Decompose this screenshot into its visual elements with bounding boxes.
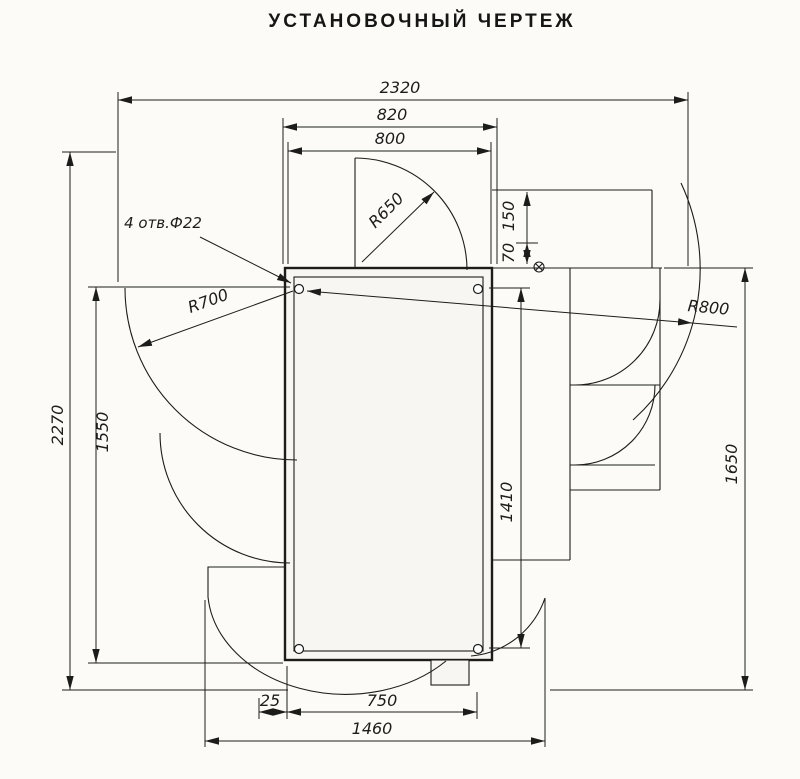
dim-1460: 1460 [204, 598, 546, 747]
dim-1460-text: 1460 [352, 719, 393, 738]
bottom-right-door-swing-arc [470, 597, 546, 657]
dim-25-750: 25 750 [258, 666, 478, 719]
page-title: УСТАНОВОЧНЫЙ ЧЕРТЕЖ [268, 10, 575, 32]
right-lower-door-swing-arc [574, 384, 656, 466]
dim-1550-text: 1550 [93, 412, 112, 453]
radius-r650-text: R650 [365, 189, 408, 232]
dim-25-text: 25 [260, 691, 280, 710]
dim-150-70: 150 70 [499, 192, 538, 264]
dim-2270-text: 2270 [48, 405, 67, 446]
machine-outline [283, 266, 494, 662]
mounting-hole-top-right [472, 283, 484, 295]
dim-70-text: 70 [499, 243, 518, 263]
radius-r700-text: R700 [185, 285, 231, 317]
machine-inner-frame [293, 276, 484, 652]
dim-750-text: 750 [367, 691, 398, 710]
dim-800-text: 800 [375, 129, 406, 148]
bottom-door-swing-arc [207, 596, 447, 695]
right-clearance-arc [632, 182, 701, 421]
radius-r800-text: R800 [687, 296, 730, 319]
mounting-hole-bottom-left [293, 643, 305, 655]
left-upper-door-swing-arc [124, 287, 298, 461]
dim-1410: 1410 [489, 287, 530, 649]
holes-note: 4 отв.Ф22 [124, 214, 292, 284]
dim-overall-height: 2270 [48, 151, 288, 691]
dim-1650-text: 1650 [722, 444, 741, 485]
machine-step-left [207, 566, 285, 597]
electrical-entry-symbol [533, 261, 545, 273]
dim-2320-text: 2320 [380, 78, 421, 97]
machine-body [207, 266, 494, 686]
holes-note-text: 4 отв.Ф22 [124, 214, 202, 232]
right-upper-door-swing-arc [574, 299, 661, 386]
dim-1410-text: 1410 [497, 482, 516, 523]
dim-overall-width: 2320 [117, 78, 689, 282]
dim-150-text: 150 [499, 201, 518, 232]
mounting-hole-bottom-right [472, 643, 484, 655]
dim-820: 820 [282, 105, 498, 264]
dim-800: 800 [287, 129, 492, 264]
dim-1650: 1650 [550, 267, 753, 691]
left-lower-door-swing-arc [159, 432, 291, 564]
dim-1550: 1550 [88, 286, 290, 664]
top-door-swing-arc [354, 157, 468, 271]
machine-base-block [430, 659, 470, 686]
mounting-hole-top-left [293, 283, 305, 295]
dim-820-text: 820 [377, 105, 408, 124]
door-swing-arcs [124, 157, 701, 695]
